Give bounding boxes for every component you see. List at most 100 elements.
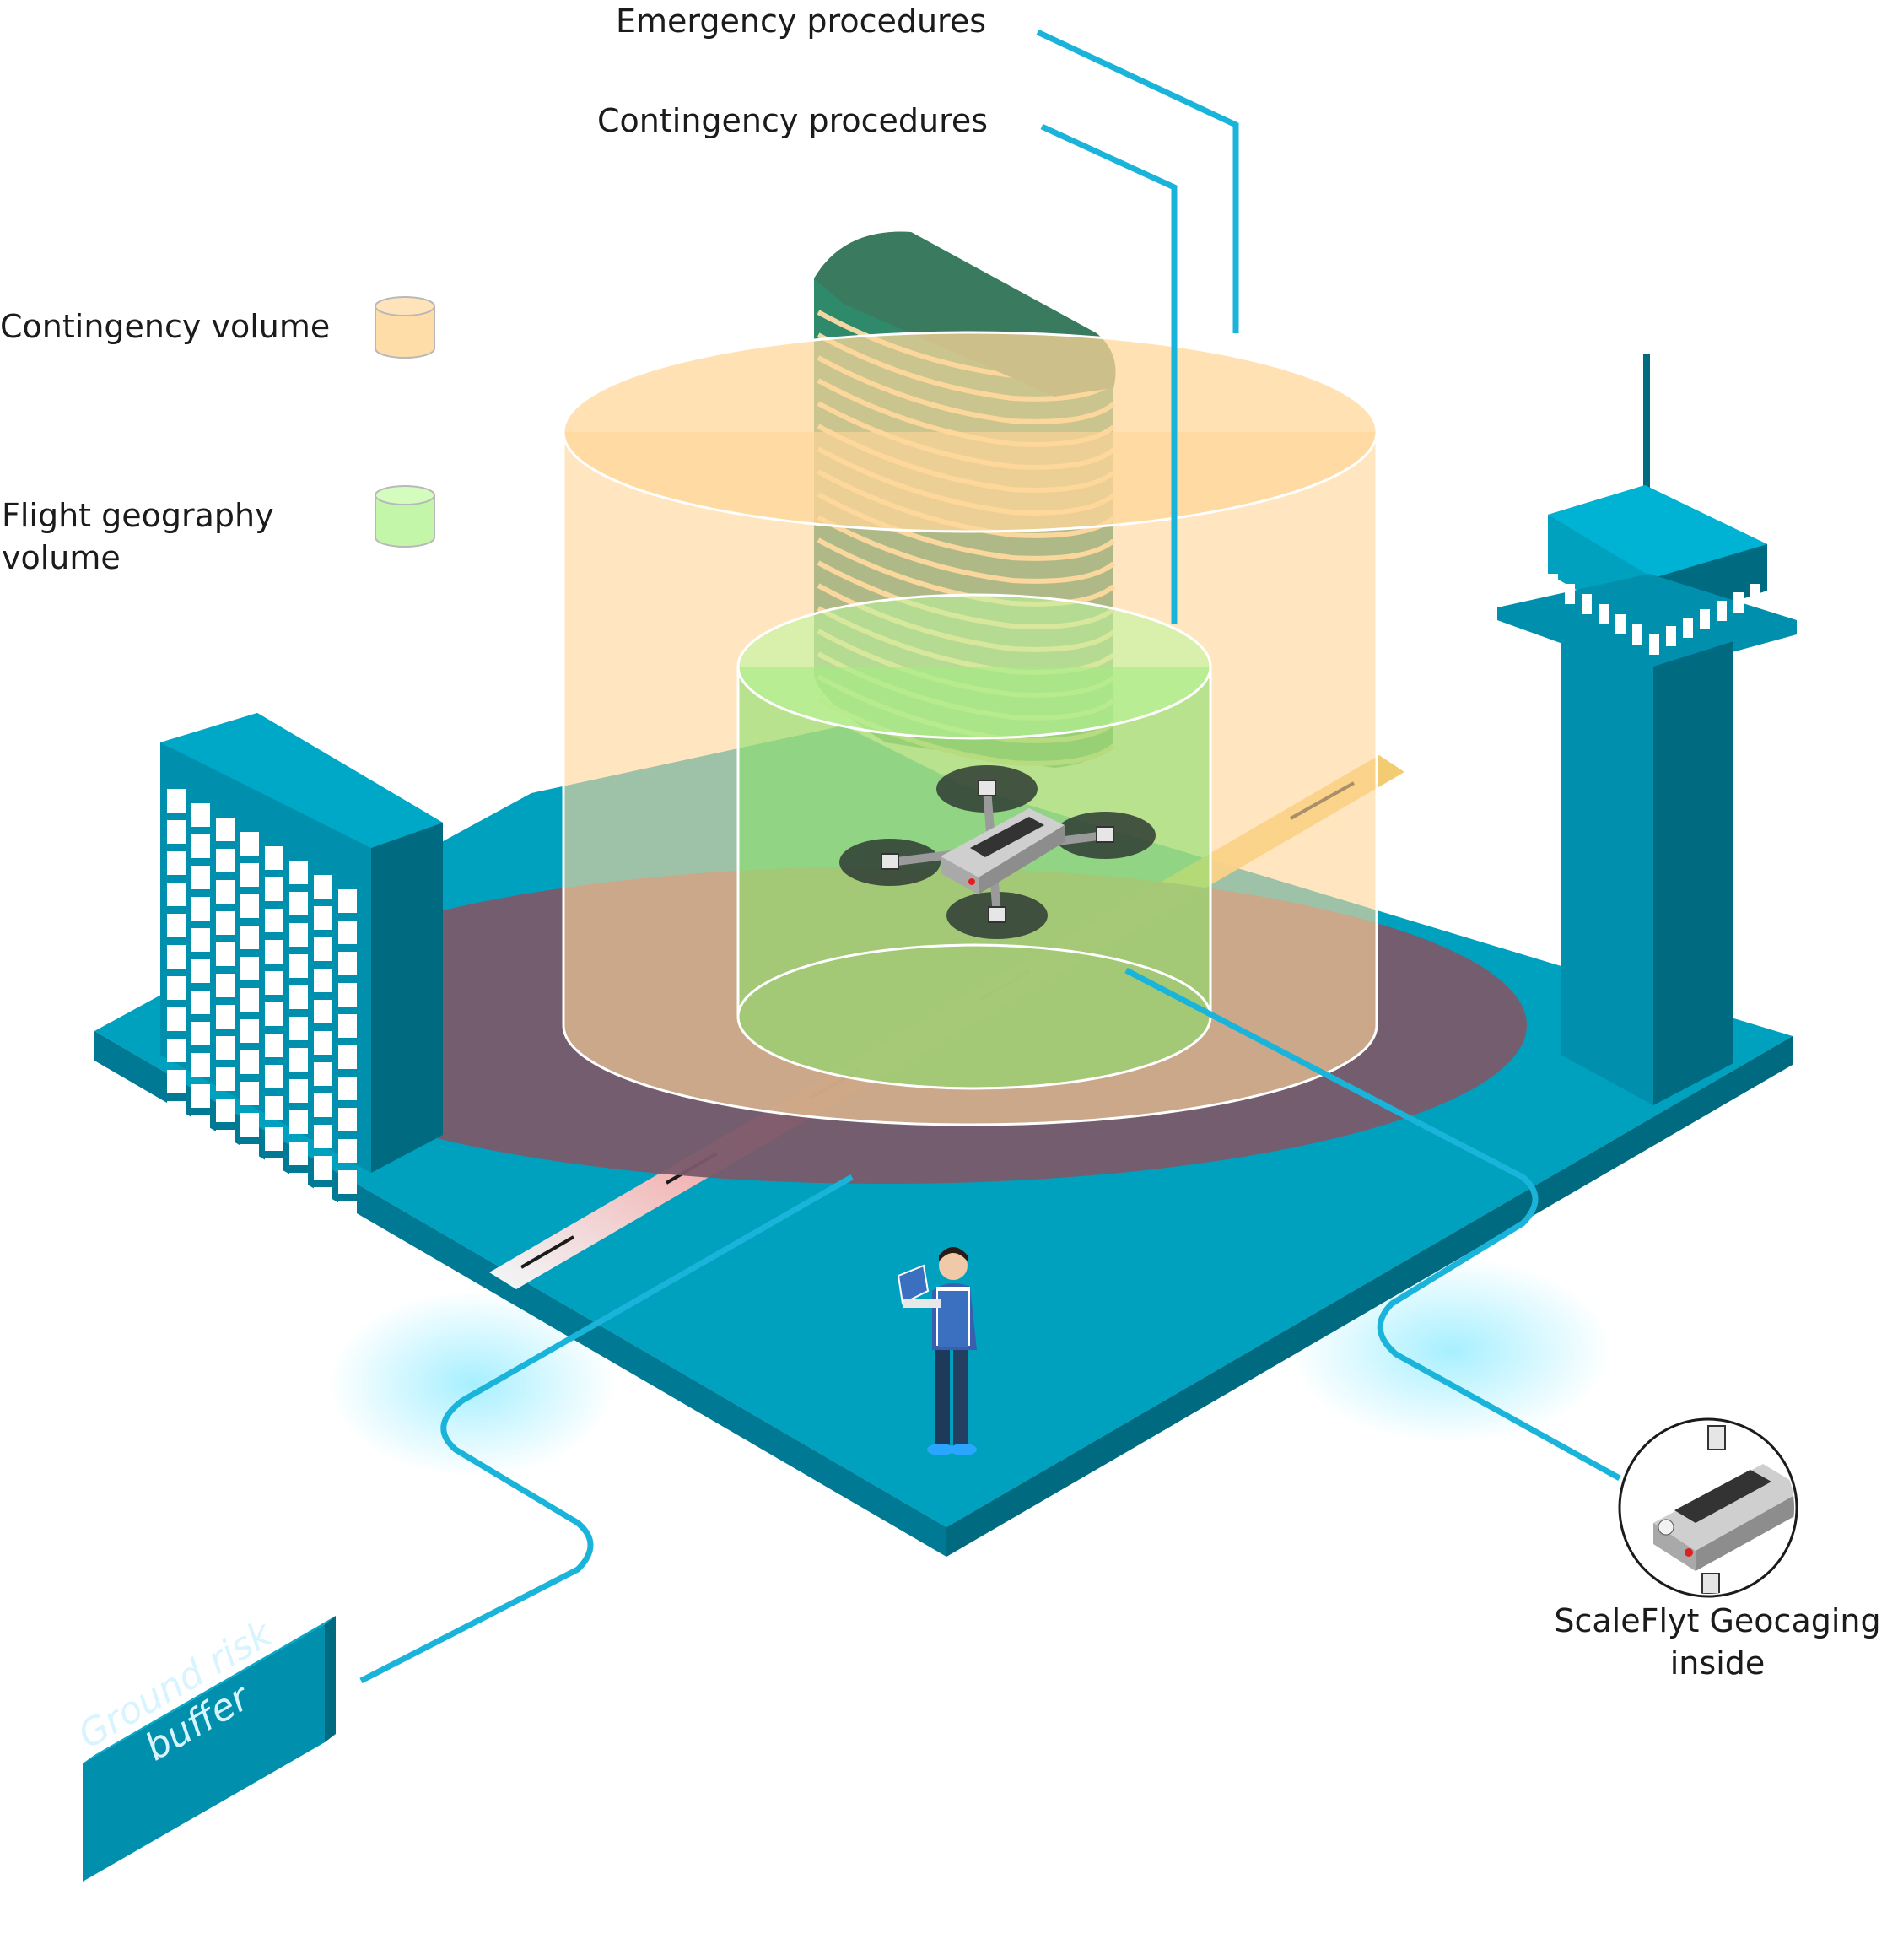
office-window [289,923,308,947]
office-window [314,1156,332,1180]
office-window [338,1201,357,1225]
office-window [289,1173,308,1196]
quadcopter-drone [839,765,1156,939]
pilot [897,1247,977,1455]
office-window [167,945,186,969]
office-window [216,911,235,935]
office-window [240,1050,259,1074]
ground-risk-buffer-sign [83,1616,336,1882]
office-window [191,1053,210,1077]
office-window [216,1130,235,1153]
office-window [338,1014,357,1038]
office-window [289,1017,308,1040]
office-window [289,1142,308,1165]
office-window [314,1062,332,1086]
office-window [240,1019,259,1043]
office-window [240,894,259,918]
office-window [314,1125,332,1148]
office-window [289,985,308,1009]
scaleflyt-label-line2: inside [1669,1644,1766,1682]
flight-geography-volume-label: Flight geography volume [2,494,274,579]
tower-window [1548,574,1558,594]
office-window [265,940,283,964]
office-window [216,818,235,841]
office-window [338,889,357,913]
control-tower [1497,354,1797,1105]
office-window [265,1065,283,1088]
office-window [216,880,235,904]
cylinder-green-icon [375,485,435,548]
office-window [191,866,210,889]
scaleflyt-geocaging-label: ScaleFlyt Geocaging inside [1549,1600,1886,1684]
office-window [289,861,308,884]
office-window [167,851,186,875]
office-window [338,1045,357,1069]
office-window [240,1113,259,1137]
office-window [216,1036,235,1060]
office-window [216,942,235,966]
cylinder-orange-icon [375,296,435,359]
office-window [191,803,210,827]
office-window [314,1031,332,1055]
tower-window [1649,634,1659,655]
office-window [167,1101,186,1125]
office-window [265,1034,283,1057]
office-window [191,959,210,983]
flight-geography-label-line1: Flight geography [2,497,274,534]
office-window [240,957,259,980]
tower-window [1666,626,1676,646]
scaleflyt-drone-badge [1618,1417,1798,1598]
office-building [160,713,443,1225]
office-window [265,846,283,870]
office-window [265,971,283,995]
office-window [289,892,308,915]
flight-geography-label-line2: volume [2,539,121,576]
office-window [289,1048,308,1072]
office-window [314,906,332,930]
office-window [240,926,259,949]
tower-window [1750,584,1760,604]
office-window [240,832,259,856]
office-window [240,988,259,1012]
tower-window [1599,604,1609,624]
office-window [167,1070,186,1093]
callout-lines [359,29,1621,1684]
office-window [265,877,283,901]
office-window [289,954,308,978]
emergency-procedures-label: Emergency procedures [616,3,987,40]
office-window [338,921,357,944]
office-window [265,1158,283,1182]
tower-window [1565,584,1575,604]
office-window [240,1144,259,1168]
office-window [191,834,210,858]
contingency-procedures-label: Contingency procedures [597,102,989,139]
office-window [167,1039,186,1062]
tower-window [1615,614,1626,634]
office-window [289,1079,308,1103]
office-window [167,914,186,937]
office-window [216,974,235,997]
office-window [167,976,186,1000]
tower-window [1700,609,1710,629]
office-window [167,883,186,906]
office-window [191,1115,210,1139]
office-window [265,1002,283,1026]
office-window [191,897,210,921]
tower-window [1582,594,1592,614]
office-window [314,937,332,961]
office-window [338,1139,357,1163]
office-window [191,991,210,1014]
office-window [216,1099,235,1122]
office-window [216,849,235,872]
scaleflyt-label-line1: ScaleFlyt Geocaging [1554,1602,1881,1639]
office-window [314,1093,332,1117]
tower-window [1717,601,1727,621]
office-window [191,1022,210,1045]
office-window [314,969,332,992]
office-window [314,1187,332,1211]
tower-window [1531,564,1541,584]
office-window [240,863,259,887]
office-window [314,875,332,899]
office-window [338,983,357,1007]
